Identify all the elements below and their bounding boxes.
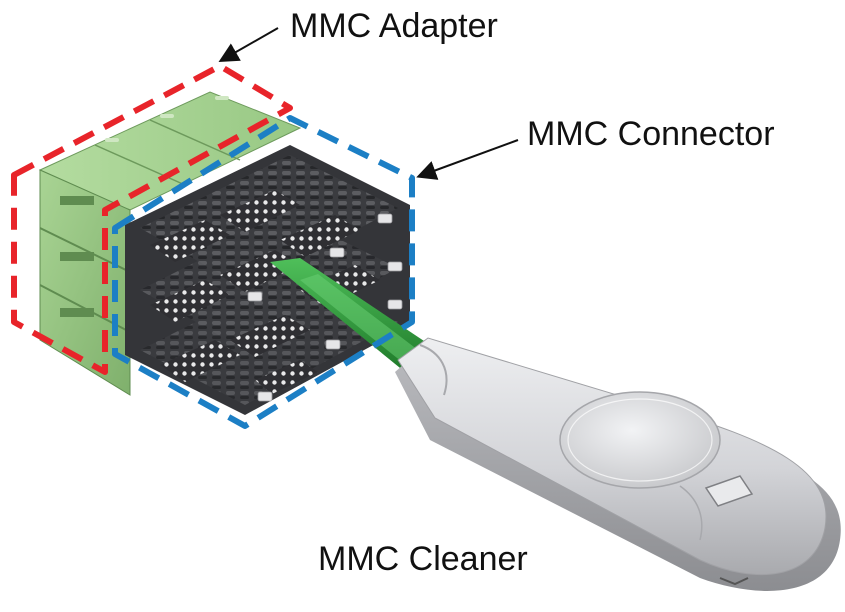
cleaner-tool [395, 337, 841, 591]
adapter-label: MMC Adapter [290, 7, 498, 45]
adapter-outline [11, 63, 293, 375]
connector-arrow [416, 139, 519, 180]
cleaner-label: MMC Cleaner [318, 540, 528, 578]
connector-label: MMC Connector [527, 115, 775, 153]
connector-outline [112, 115, 415, 429]
adapter-arrow [218, 27, 279, 62]
